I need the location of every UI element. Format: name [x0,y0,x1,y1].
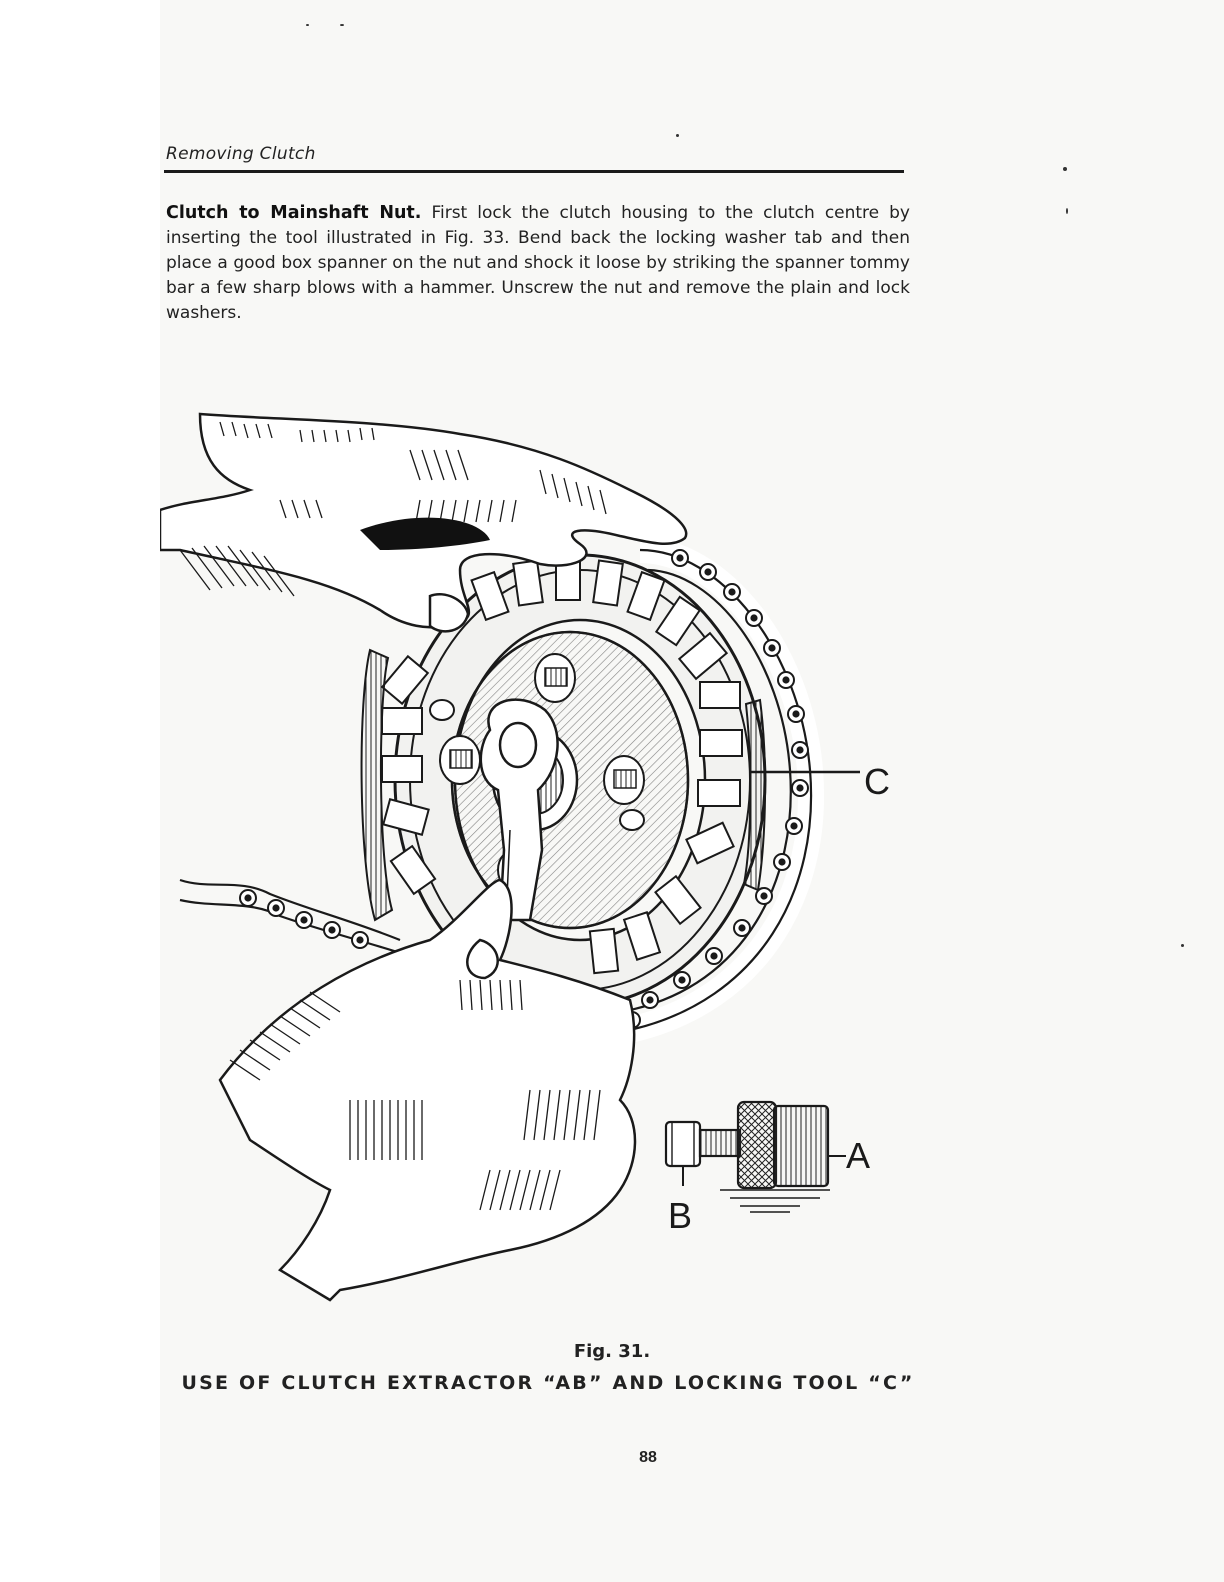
clutch-extractor-tool [664,1100,830,1213]
drive-chain [179,537,824,1043]
paragraph-heading: Clutch to Mainshaft Nut. [166,203,422,223]
scan-speck [1063,167,1067,171]
header-rule [164,170,904,173]
scan-speck [306,24,309,26]
label-b: B [668,1195,692,1236]
lower-hand-shading [229,979,601,1211]
scan-speck [1181,944,1184,947]
paragraph-text: First lock the clutch housing to the clu… [166,203,910,323]
clutch-illustration: C A B [160,400,920,1310]
upper-hand-dark-cuff [360,517,490,550]
figure-number: Fig. 31. [573,1341,651,1362]
label-c: C [864,761,890,802]
page-margin [0,0,160,1582]
figure-caption: USE OF CLUTCH EXTRACTOR “AB” AND LOCKING… [181,1372,915,1394]
running-head: Removing Clutch [166,144,316,164]
page-number: 88 [639,1449,657,1466]
lower-hand [218,878,637,1302]
upper-hand-shading [179,421,607,597]
scan-speck [676,134,679,137]
body-paragraph: Clutch to Mainshaft Nut. First lock the … [166,201,910,326]
scan-speck [1066,208,1068,214]
scan-speck [340,24,344,26]
label-a: A [846,1135,870,1176]
